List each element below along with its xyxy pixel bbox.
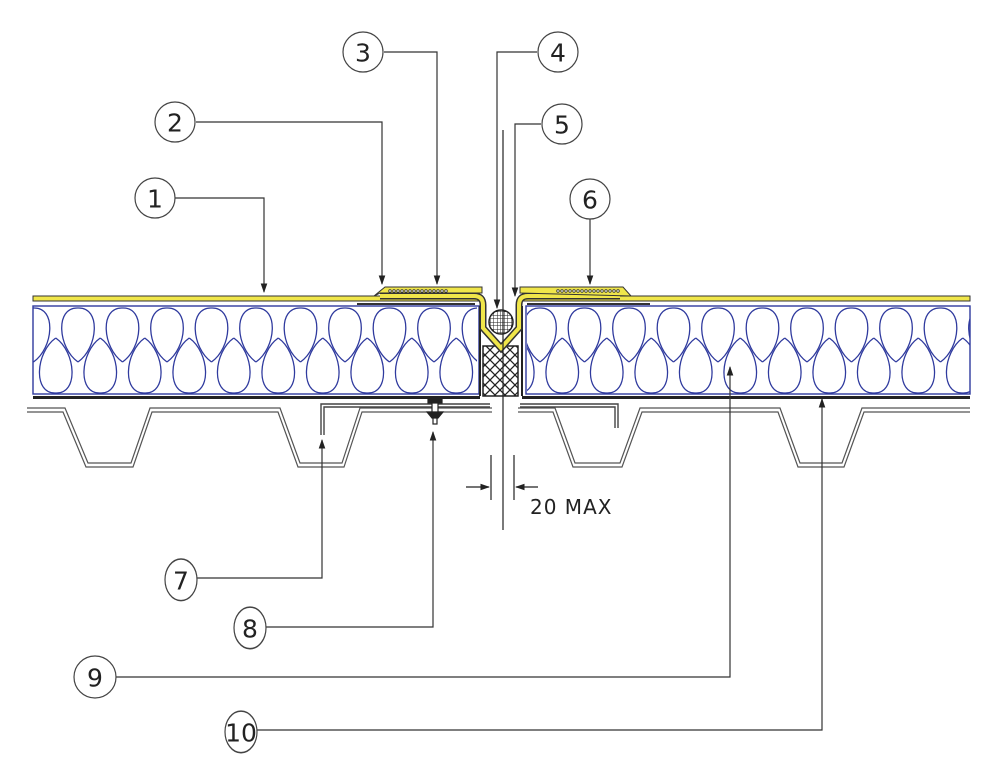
insulation-loop <box>461 307 477 362</box>
svg-text:1: 1 <box>147 185 163 214</box>
insulation-loop <box>923 307 958 363</box>
leader-9 <box>116 366 734 678</box>
insulation-loop <box>33 307 51 363</box>
insulation-loop <box>172 337 207 394</box>
insulation-loop <box>417 307 451 363</box>
insulation-loop <box>194 307 229 363</box>
insulation-loop <box>150 307 184 363</box>
deck-profile-left <box>27 407 492 464</box>
leader-3 <box>384 51 441 285</box>
insulation-loop <box>968 317 970 341</box>
dimension-label: 20 MAX <box>530 495 612 519</box>
insulation-loop <box>678 337 713 394</box>
insulation-loop <box>856 337 891 394</box>
insulation-right <box>525 305 1000 395</box>
leader-8 <box>262 431 437 628</box>
svg-text:10: 10 <box>225 719 257 748</box>
leader-1 <box>175 197 268 293</box>
insulation-loop <box>567 307 602 363</box>
callout-5: 5 <box>541 103 583 145</box>
svg-text:4: 4 <box>550 39 566 68</box>
insulation-loop <box>83 337 118 394</box>
gap-dimension <box>466 455 538 500</box>
leader-4 <box>493 51 537 309</box>
insulation-loop <box>439 337 474 394</box>
deck-profile-right <box>518 407 970 464</box>
backer-rod-icon <box>488 309 514 335</box>
support-angle-right <box>520 403 619 428</box>
insulation-loop <box>394 337 429 394</box>
insulation-loop <box>527 307 557 363</box>
insulation-loop <box>812 337 847 394</box>
svg-text:5: 5 <box>554 111 570 140</box>
insulation-loop <box>328 307 362 363</box>
callout-4: 4 <box>537 31 579 73</box>
insulation-loop <box>701 307 735 363</box>
insulation-loop <box>127 337 162 394</box>
callout-1: 1 <box>134 177 176 219</box>
svg-text:6: 6 <box>582 186 598 215</box>
vapour-layer <box>33 396 970 399</box>
insulation-loop <box>61 307 95 363</box>
insulation-loop <box>723 337 758 394</box>
insulation-loop <box>901 337 936 394</box>
insulation-loop <box>656 307 691 363</box>
callout-10: 10 <box>224 710 258 754</box>
cover-strip-left <box>373 286 483 297</box>
leader-7 <box>196 439 326 579</box>
svg-text:7: 7 <box>173 567 189 596</box>
leader-10 <box>256 398 826 731</box>
callout-2: 2 <box>154 101 196 143</box>
svg-text:2: 2 <box>167 109 183 138</box>
steel-deck <box>27 407 970 468</box>
insulation-loop <box>991 338 1000 393</box>
insulation-loop <box>634 337 669 394</box>
svg-text:8: 8 <box>242 615 258 644</box>
leader-2 <box>196 121 386 285</box>
insulation-loop <box>879 307 913 363</box>
insulation-loop <box>216 337 251 394</box>
leader-5 <box>511 123 541 297</box>
insulation-loop <box>745 307 780 363</box>
insulation-loop <box>38 337 73 394</box>
insulation-loop <box>527 347 535 391</box>
support-angle-left <box>320 403 490 435</box>
insulation-loop <box>305 337 340 394</box>
insulation-loop <box>105 307 140 363</box>
deck-profile-left-inner <box>27 411 492 468</box>
insulation-loop <box>283 307 318 363</box>
insulation-loop <box>239 307 273 363</box>
roof-membrane <box>32 295 971 305</box>
fastener-icon <box>425 398 445 425</box>
insulation-left <box>32 305 480 395</box>
insulation-loop <box>834 307 869 363</box>
insulation-loop <box>612 307 646 363</box>
insulation-loop <box>589 337 624 394</box>
callout-3: 3 <box>342 31 384 73</box>
callout-7: 7 <box>164 558 198 602</box>
insulation-loop <box>767 337 802 394</box>
callout-8: 8 <box>233 606 267 650</box>
insulation-loop <box>790 307 824 363</box>
deck-profile-right-inner <box>518 411 970 468</box>
insulation-loop <box>350 337 385 394</box>
insulation-loop <box>945 337 970 394</box>
insulation-loop <box>372 307 407 363</box>
insulation-loop <box>545 337 580 394</box>
callout-6: 6 <box>569 178 611 220</box>
callout-9: 9 <box>73 655 117 699</box>
svg-text:9: 9 <box>87 664 103 693</box>
insulation-loop <box>261 337 296 394</box>
svg-text:3: 3 <box>355 39 371 68</box>
cover-strip-right <box>519 286 633 297</box>
joint-filler <box>482 345 519 397</box>
